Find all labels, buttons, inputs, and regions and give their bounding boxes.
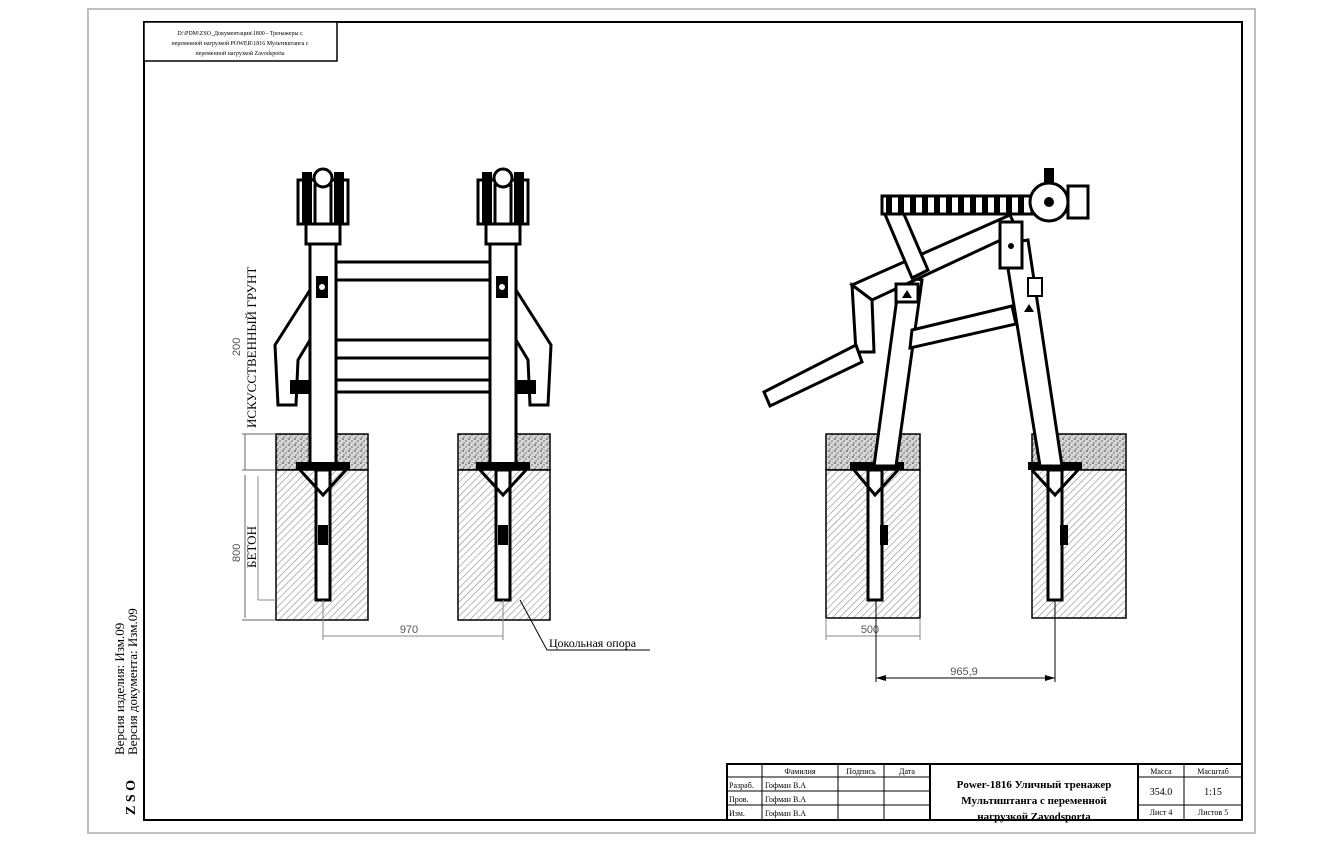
name-developer: Гофман В.А	[765, 781, 806, 790]
mass-label: Масса	[1150, 767, 1172, 776]
file-path-line-2: переменной нагрузкой POWER\1816 Мультишт…	[172, 40, 309, 47]
side-labels: Версия изделия: Изм.09 Версия документа:…	[112, 608, 140, 815]
side-concrete-right	[1031, 469, 1127, 619]
file-path-line-3: переменной нагрузкой Zavodsporta	[195, 50, 284, 57]
role-checker: Пров.	[729, 795, 749, 804]
name-revision: Гофман В.А	[765, 809, 806, 818]
file-path-box: D:\PDM\ZSO_Документация\1800 - Тренажеры…	[143, 21, 338, 62]
role-developer: Разраб.	[729, 781, 754, 790]
side-view: 500 965,9	[762, 168, 1127, 682]
mass-value: 354.0	[1150, 787, 1173, 798]
concrete-height-dim: 800	[231, 544, 243, 562]
side-spacing-dim: 965,9	[950, 666, 978, 678]
top-bar-teeth	[886, 196, 1024, 214]
base-support-callout: Цокольная опора	[549, 636, 637, 650]
role-revision: Изм.	[729, 809, 745, 818]
concrete-label: БЕТОН	[244, 526, 259, 568]
title-block: Фамилия Подпись Дата Разраб. Гофман В.А …	[726, 763, 1243, 823]
title-line-3: нагрузкой Zavodsporta	[977, 811, 1091, 823]
title-line-2: Мультиштанга с переменной	[961, 795, 1107, 807]
front-spacing-dim: 970	[400, 624, 418, 636]
sheet-number: Лист 4	[1150, 808, 1173, 817]
ground-label: ИСКУССТВЕННЫЙ ГРУНТ	[244, 267, 259, 428]
brand-label: Z S O	[124, 780, 139, 815]
front-view: 200 ИСКУССТВЕННЫЙ ГРУНТ 800 БЕТОН 970 Цо…	[231, 167, 650, 651]
header-surname: Фамилия	[784, 767, 815, 776]
outer-frame	[87, 8, 1256, 834]
title-line-1: Power-1816 Уличный тренажер	[957, 779, 1112, 791]
version-item-label: Версия изделия: Изм.09	[112, 623, 127, 755]
scale-label: Масштаб	[1197, 767, 1229, 776]
header-signature: Подпись	[846, 767, 876, 776]
scale-value: 1:15	[1204, 787, 1222, 798]
file-path-line-1: D:\PDM\ZSO_Документация\1800 - Тренажеры…	[177, 31, 303, 37]
drawing-frame	[143, 21, 1243, 821]
version-doc-label: Версия документа: Изм.09	[125, 608, 140, 755]
side-width-dim: 500	[861, 624, 879, 636]
sheets-total: Листов 5	[1198, 808, 1228, 817]
ground-height-dim: 200	[231, 338, 243, 356]
name-checker: Гофман В.А	[765, 795, 806, 804]
header-date: Дата	[899, 767, 915, 776]
